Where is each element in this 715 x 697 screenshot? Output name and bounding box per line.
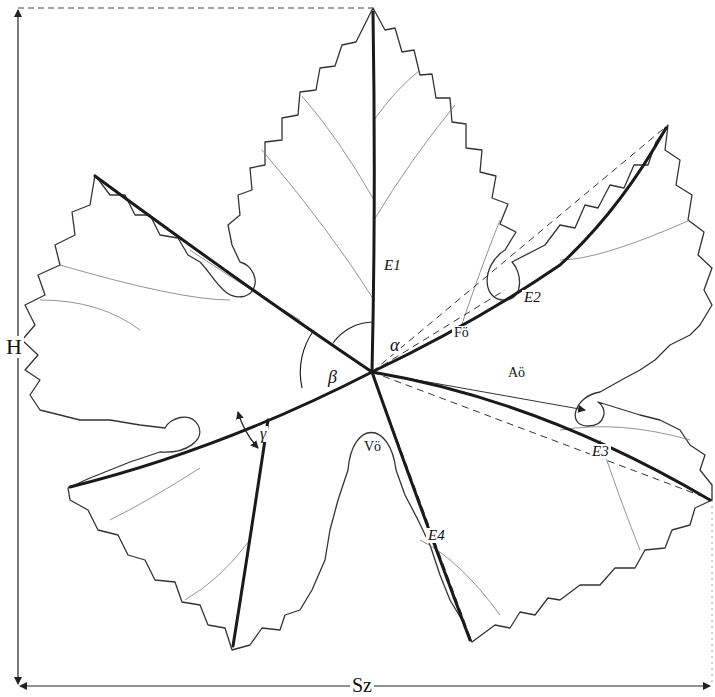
vein-label: E4 (426, 528, 447, 543)
sinus-label: Fö (452, 326, 471, 340)
angle-label: β (326, 368, 339, 386)
dimension-label: H (4, 336, 24, 358)
vein-label: E3 (590, 444, 611, 459)
vein-label: E2 (522, 290, 543, 305)
vein-label: E1 (382, 258, 403, 273)
sinus-label: Vö (362, 440, 383, 454)
angle-label: α (388, 336, 401, 354)
angle-label: γ (258, 426, 268, 442)
dimension-label: Sz (350, 675, 374, 695)
sinus-label: Aö (506, 366, 527, 380)
